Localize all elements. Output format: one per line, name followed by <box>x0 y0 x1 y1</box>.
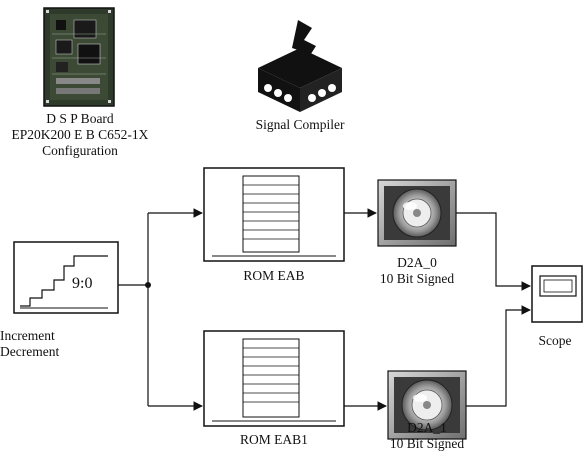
d2a-1-name: D2A_1 <box>407 420 447 435</box>
counter-label-line1: Increment <box>0 328 55 343</box>
increment-decrement-label: Increment Decrement <box>0 328 64 360</box>
d2a-0-name: D2A_0 <box>397 255 437 270</box>
rom-eab-label: ROM EAB <box>243 268 305 283</box>
counter-output-wire <box>118 208 203 411</box>
wire-junction <box>145 282 151 288</box>
dsp-board-caption: Configuration <box>42 143 118 158</box>
dsp-board-label: D S P Board EP20K200 E B C652-1X Configu… <box>0 111 160 159</box>
d2a-1-type: 10 Bit Signed <box>389 436 465 451</box>
d2a-to-scope-wires <box>456 212 531 407</box>
scope-block[interactable] <box>531 265 583 323</box>
counter-range-label: 9:0 <box>72 275 93 292</box>
dsp-board-model: EP20K200 E B C652-1X <box>11 127 149 142</box>
scope-label: Scope <box>538 333 572 348</box>
rom-eab1-block[interactable] <box>203 330 345 427</box>
signal-compiler-icon[interactable] <box>258 20 342 112</box>
rom-to-d2a-wires <box>344 208 387 411</box>
counter-label-line2: Decrement <box>0 344 60 359</box>
dsp-board-image[interactable] <box>43 7 115 107</box>
d2a-0-type: 10 Bit Signed <box>379 271 455 286</box>
d2a-1-label: D2A_1 10 Bit Signed <box>372 420 482 452</box>
rom-eab1-label: ROM EAB1 <box>240 432 308 447</box>
increment-decrement-block[interactable] <box>13 241 119 314</box>
rom-eab-block[interactable] <box>203 167 345 262</box>
dsp-board-title: D S P Board <box>46 111 114 126</box>
d2a-0-label: D2A_0 10 Bit Signed <box>362 255 472 287</box>
d2a-1-block[interactable] <box>387 370 467 440</box>
signal-compiler-label: Signal Compiler <box>255 117 345 132</box>
d2a-0-block[interactable] <box>377 179 457 247</box>
